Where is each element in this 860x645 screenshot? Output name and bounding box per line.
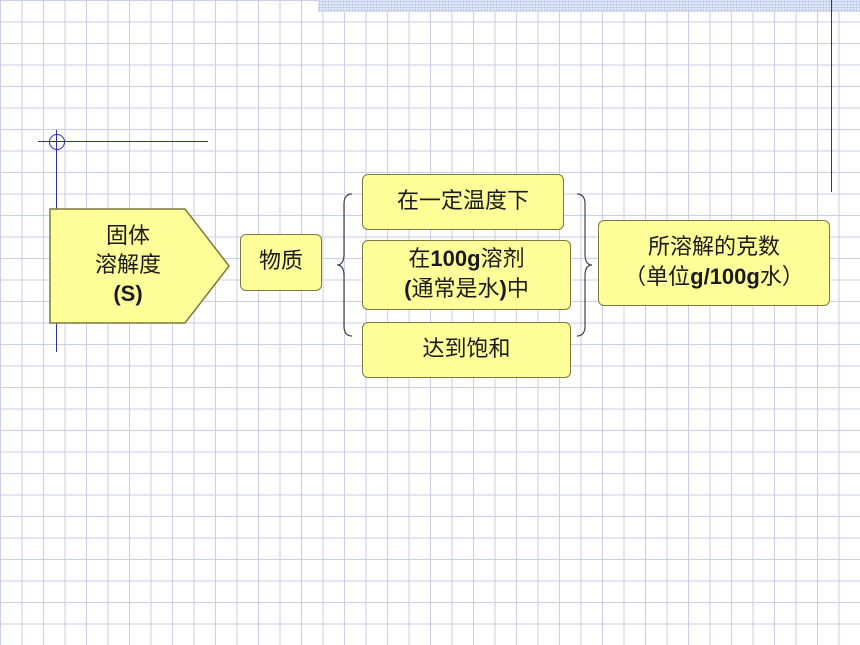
solvent-amount: 100g [430, 246, 481, 272]
paren-open: ( [404, 276, 412, 301]
term-label: 固体 溶解度 (S) [49, 208, 207, 324]
right-decor-line [831, 0, 832, 192]
term-line2: 溶解度 [94, 252, 161, 278]
solvent-note: 通常是水 [411, 277, 500, 302]
left-brace [336, 193, 353, 337]
solvent-pre: 在 [408, 247, 431, 273]
top-decor-band [318, 0, 860, 12]
solvent-note-post: 中 [506, 277, 529, 302]
substance-box: 物质 [240, 234, 322, 291]
decor-circle [49, 134, 65, 150]
paren-close: ) [499, 276, 507, 301]
result-line2: （单位g/100g水） [624, 263, 804, 293]
condition-solvent-line1: 在100g溶剂 [408, 245, 524, 275]
condition-solvent-box: 在100g溶剂 (通常是水)中 [362, 240, 571, 310]
result-line1: 所溶解的克数 [647, 234, 780, 260]
term-line1: 固体 [105, 224, 150, 250]
condition-solvent-line2: (通常是水)中 [404, 275, 529, 305]
decor-horizontal-line [38, 141, 208, 142]
right-brace [576, 193, 593, 337]
result-unit: g/100g [690, 263, 760, 289]
condition-saturation-box: 达到饱和 [362, 322, 571, 378]
solvent-post: 溶剂 [480, 247, 525, 273]
result-unit-post: 水） [759, 264, 804, 290]
result-box: 所溶解的克数 （单位g/100g水） [598, 220, 830, 306]
condition-temperature-label: 在一定温度下 [396, 188, 529, 214]
condition-temperature-box: 在一定温度下 [362, 174, 564, 230]
term-arrow-shape: 固体 溶解度 (S) [49, 208, 231, 324]
result-unit-pre: （单位 [624, 264, 691, 290]
substance-label: 物质 [258, 249, 303, 275]
term-line3: (S) [113, 281, 143, 307]
condition-saturation-label: 达到饱和 [422, 336, 511, 362]
